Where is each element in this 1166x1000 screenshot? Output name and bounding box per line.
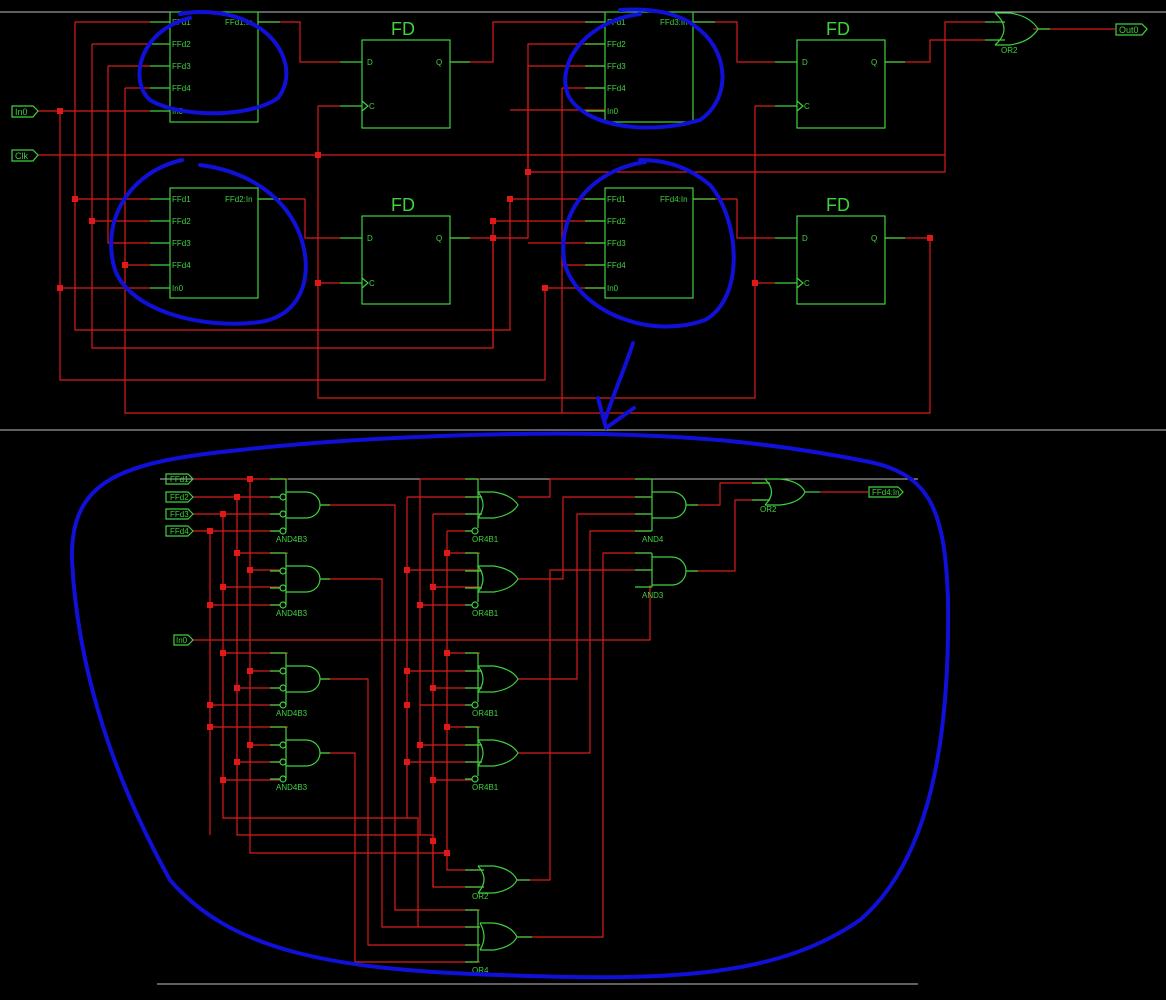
flipflop-fd-1[interactable]: FD D Q C — [340, 19, 470, 129]
gate-label: OR2 — [1001, 46, 1018, 55]
gate-or4b1[interactable]: OR4B1 — [465, 552, 519, 618]
pin-c: C — [804, 102, 810, 111]
gate-label: OR2 — [760, 505, 777, 514]
port-label: FFd4:In — [872, 488, 900, 497]
port-label: FFd2 — [170, 493, 189, 502]
pin-c: C — [369, 279, 375, 288]
pin-label: FFd3 — [172, 62, 191, 71]
pin-d: D — [802, 234, 808, 243]
gate-or4b1[interactable]: OR4B1 — [465, 478, 519, 544]
gate-label: OR4B1 — [472, 535, 499, 544]
ff-title: FD — [826, 195, 850, 215]
pin-label: FFd3 — [172, 239, 191, 248]
pin-label: FFd1 — [607, 195, 626, 204]
gate-and4[interactable]: AND4 — [635, 478, 698, 544]
gate-or2-output[interactable]: OR2 — [985, 12, 1050, 55]
flipflop-fd-3[interactable]: FD D Q C — [775, 19, 905, 129]
pin-q: Q — [436, 58, 442, 67]
pin-label: In0 — [607, 284, 619, 293]
pin-label: FFd2 — [172, 40, 191, 49]
pin-label: In0 — [607, 107, 619, 116]
sub-port-in0[interactable]: In0 — [173, 634, 194, 646]
sub-port-ffd3[interactable]: FFd3 — [165, 508, 194, 520]
sub-wires — [193, 478, 868, 963]
pin-d: D — [367, 234, 373, 243]
pin-label: FFd4 — [607, 261, 626, 270]
pin-q: Q — [871, 234, 877, 243]
port-in0-label: In0 — [15, 107, 28, 117]
port-label: FFd4 — [170, 527, 189, 536]
pin-label: FFd3 — [607, 62, 626, 71]
pin-label: FFd3 — [607, 239, 626, 248]
annotation-ink — [69, 7, 951, 980]
pin-d: D — [367, 58, 373, 67]
top-wires — [38, 21, 1115, 414]
port-out0-label: Out0 — [1119, 25, 1139, 35]
port-label: In0 — [176, 636, 188, 645]
pin-label: FFd4 — [172, 84, 191, 93]
flipflop-fd-2[interactable]: FD D Q C — [340, 195, 470, 305]
pin-label: FFd2 — [607, 217, 626, 226]
pin-d: D — [802, 58, 808, 67]
sub-port-ffd2[interactable]: FFd2 — [165, 491, 194, 503]
gate-label: AND4B3 — [276, 609, 308, 618]
pin-label: FFd2 — [172, 217, 191, 226]
gate-label: OR4B1 — [472, 609, 499, 618]
pin-label: In0 — [172, 284, 184, 293]
sub-port-ffd1[interactable]: FFd1 — [165, 473, 194, 485]
gate-label: OR4B1 — [472, 783, 499, 792]
pin-q: Q — [436, 234, 442, 243]
gate-label: AND4B3 — [276, 709, 308, 718]
port-label: FFd3 — [170, 510, 189, 519]
top-junctions — [57, 108, 933, 291]
gate-or4-low[interactable]: OR4 — [465, 909, 532, 975]
block-ffd2-in[interactable]: FFd1 FFd2 FFd3 FFd4 In0 FFd2:In — [150, 187, 280, 299]
pin-label: FFd2 — [607, 40, 626, 49]
flipflop-fd-4[interactable]: FD D Q C — [775, 195, 905, 305]
block-name: FFd2:In — [225, 195, 253, 204]
pin-label: FFd1 — [172, 195, 191, 204]
gate-and4b3[interactable]: AND4B3 — [270, 552, 330, 618]
block-ffd4-in[interactable]: FFd1 FFd2 FFd3 FFd4 In0 FFd4:In — [585, 187, 715, 299]
block-name: FFd1:In — [225, 18, 253, 27]
port-clk-label: Clk — [15, 151, 28, 161]
gate-label: AND4B3 — [276, 535, 308, 544]
gate-and4b3[interactable]: AND4B3 — [270, 652, 330, 718]
gate-or4b1[interactable]: OR4B1 — [465, 652, 519, 718]
block-name: FFd4:In — [660, 195, 688, 204]
gate-and3[interactable]: AND3 — [635, 552, 698, 600]
gate-label: OR4 — [472, 966, 489, 975]
gate-label: OR4B1 — [472, 709, 499, 718]
block-name: FFd3:In — [660, 18, 688, 27]
pin-c: C — [369, 102, 375, 111]
pin-c: C — [804, 279, 810, 288]
ff-title: FD — [826, 19, 850, 39]
gate-or2-low[interactable]: OR2 — [465, 865, 530, 901]
port-clk[interactable]: Clk — [11, 149, 39, 162]
port-label: FFd1 — [170, 475, 189, 484]
gate-and4b3[interactable]: AND4B3 — [270, 726, 330, 792]
gate-label: AND4B3 — [276, 783, 308, 792]
sub-port-ffd4-in-out[interactable]: FFd4:In — [868, 486, 904, 498]
gate-label: AND4 — [642, 535, 664, 544]
port-out0[interactable]: Out0 — [1115, 23, 1148, 36]
ff-title: FD — [391, 19, 415, 39]
pin-label: FFd4 — [607, 84, 626, 93]
pin-q: Q — [871, 58, 877, 67]
sub-port-ffd4[interactable]: FFd4 — [165, 525, 194, 537]
gate-and4b3[interactable]: AND4B3 — [270, 478, 330, 544]
pin-label: FFd1 — [607, 18, 626, 27]
gate-or2-sub-output[interactable]: OR2 — [752, 478, 820, 514]
sub-junctions — [207, 476, 450, 856]
ff-title: FD — [391, 195, 415, 215]
gate-label: AND3 — [642, 591, 664, 600]
port-in0[interactable]: In0 — [11, 105, 39, 118]
gate-label: OR2 — [472, 892, 489, 901]
gate-or4b1[interactable]: OR4B1 — [465, 726, 519, 792]
pin-label: FFd4 — [172, 261, 191, 270]
